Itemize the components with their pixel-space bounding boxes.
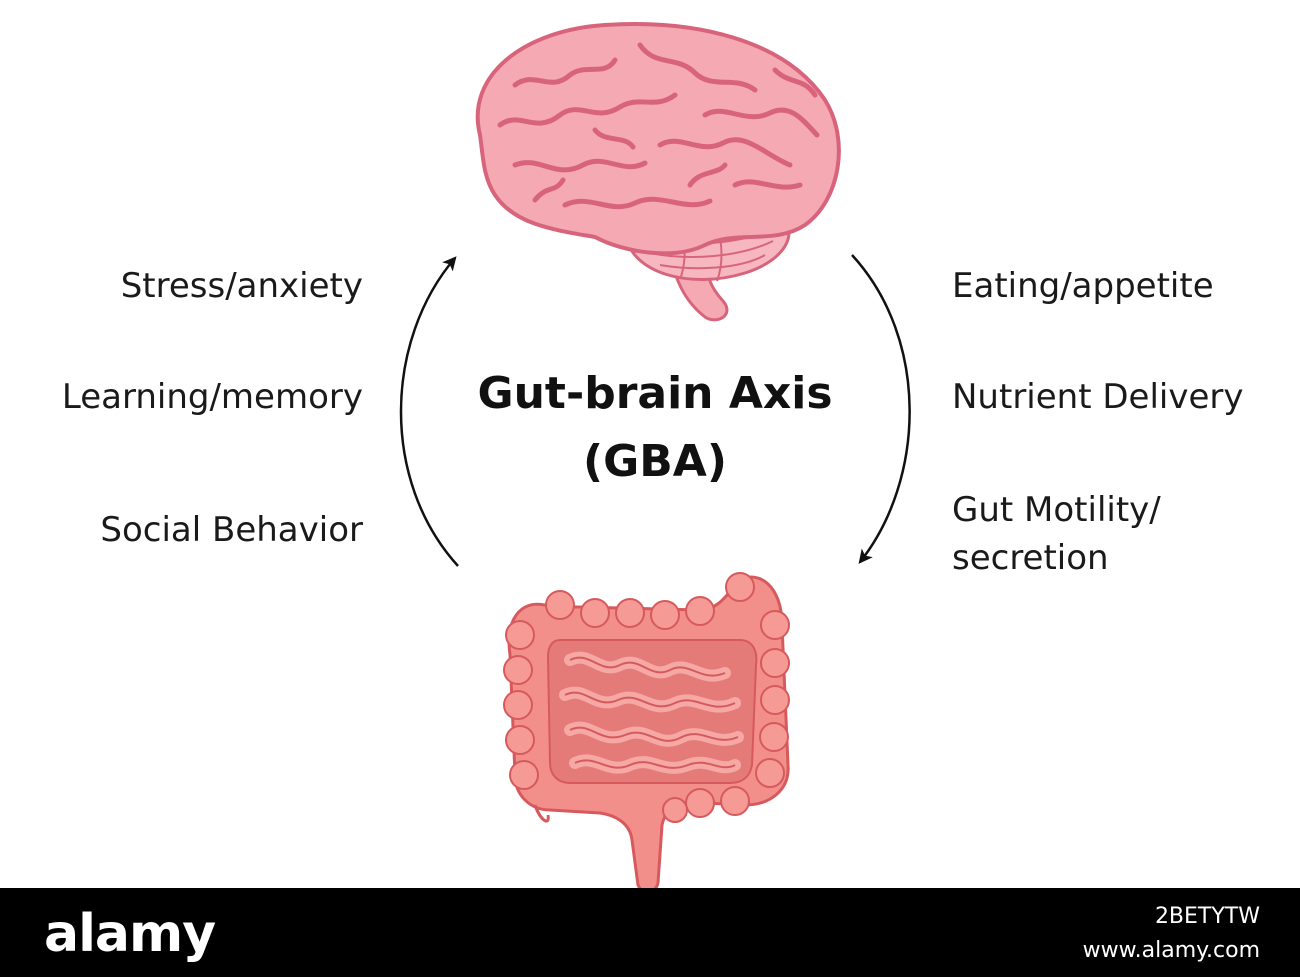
diagram-title: Gut-brain Axis — [477, 368, 833, 419]
diagram-subtitle: (GBA) — [583, 436, 727, 487]
small-intestine-outlines — [564, 656, 739, 769]
colon-haustra — [503, 572, 790, 823]
stock-footer-bar: alamy 2BETYTW www.alamy.com — [0, 888, 1300, 977]
label-social-behavior: Social Behavior — [100, 510, 363, 550]
brain-gyri — [497, 42, 820, 210]
appendix — [533, 804, 550, 823]
image-id: 2BETYTW — [1154, 904, 1260, 929]
right-arrow-brain-to-gut — [851, 254, 911, 564]
cerebrum — [475, 22, 841, 256]
diagram-canvas: Gut-brain Axis (GBA) Stress/anxiety Lear… — [61, 22, 1244, 890]
label-learning-memory: Learning/memory — [61, 377, 363, 417]
brain-illustration — [475, 22, 841, 322]
label-gut-motility-secretion: Gut Motility/ secretion — [952, 490, 1161, 578]
alamy-logo: alamy — [44, 904, 216, 964]
label-eating-appetite: Eating/appetite — [952, 266, 1214, 306]
left-arrow-gut-to-brain — [399, 256, 459, 567]
footer-url: www.alamy.com — [1082, 938, 1260, 963]
label-stress-anxiety: Stress/anxiety — [120, 266, 363, 306]
cycle-arrows — [399, 254, 911, 567]
intestines-illustration — [503, 572, 790, 890]
label-nutrient-delivery: Nutrient Delivery — [952, 377, 1244, 417]
